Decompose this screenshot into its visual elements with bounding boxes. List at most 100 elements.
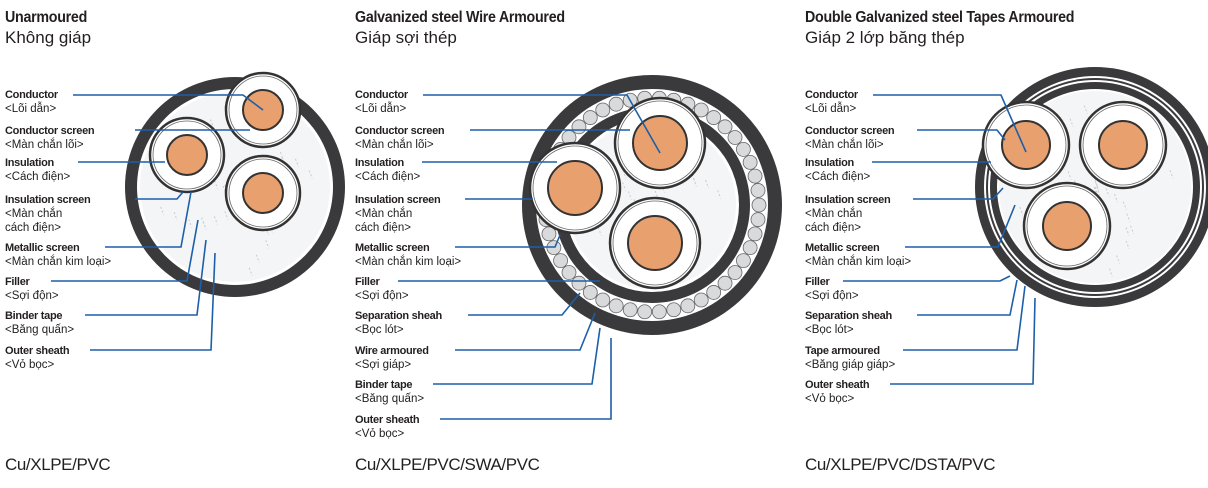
layer-label-en: Filler — [805, 276, 830, 288]
filler-texture — [160, 206, 165, 216]
layer-label-vi: <Lõi dẫn> — [355, 103, 407, 115]
layer-label-vi: <Sợi độn> — [355, 290, 409, 302]
filler-texture — [704, 179, 709, 189]
layer-label-en: Insulation — [805, 157, 854, 169]
filler-texture — [1067, 171, 1072, 180]
layer-label-en: Separation sheah — [355, 310, 442, 322]
panel-title: Unarmoured — [5, 9, 88, 26]
leader-line — [890, 297, 1036, 385]
armour-wire — [622, 302, 638, 318]
layer-label-en: Insulation — [355, 157, 404, 169]
layer-label-en: Outer sheath — [355, 414, 420, 426]
layer-label: Conductor screen<Màn chắn lõi> — [355, 124, 445, 152]
armour-wire — [666, 302, 682, 318]
armour-wire — [582, 285, 598, 300]
filler-texture — [1069, 118, 1074, 127]
filler-texture — [622, 182, 627, 191]
filler-texture — [1126, 213, 1131, 222]
armour-wire — [693, 292, 709, 308]
armour-wire — [651, 304, 667, 320]
layer-label: Conductor <Lõi dẫn> — [355, 88, 408, 116]
layer-label-vi: <Màn chắn lõi> — [805, 139, 884, 151]
armour-wire — [561, 265, 577, 280]
layer-label-en: Insulation screen — [355, 194, 441, 206]
layer-label: Binder tape<Băng quấn> — [5, 309, 74, 337]
leader-line — [105, 191, 192, 248]
layer-label: Separation sheah <Bọc lót> — [355, 309, 442, 337]
layer-label-vi: <Băng quấn> — [355, 393, 425, 405]
leader-line — [73, 94, 264, 111]
layer-label-vi: <Bọc lót> — [805, 324, 854, 336]
filler-texture — [1114, 193, 1118, 203]
layer-label: Conductor<Lõi dẫn> — [5, 88, 58, 116]
layer-label: Insulation<Cách điện> — [355, 156, 420, 184]
armour-wire — [747, 226, 763, 242]
armour-wire — [571, 275, 587, 291]
filler-texture — [255, 254, 260, 263]
layer-label-en: Conductor — [355, 89, 408, 101]
conductor — [547, 160, 603, 216]
layer-label-vi: cách điện> — [805, 222, 861, 234]
layer-label-vi: cách điện> — [355, 222, 411, 234]
filler-texture — [627, 191, 632, 200]
cable-cross-section-tape-armoured — [843, 67, 1208, 385]
layer-label-vi: <Vỏ bọc> — [355, 428, 405, 440]
filler-texture — [1019, 206, 1024, 216]
layer-label-vi: <Lõi dẫn> — [5, 103, 57, 115]
layer-label-en: Wire armoured — [355, 345, 429, 357]
layer-label: Filler <Sợi độn> — [805, 275, 859, 303]
leader-line — [873, 94, 1027, 153]
filler-texture — [1096, 186, 1101, 196]
armour-wire — [553, 253, 568, 268]
layer-label: Filler <Sợi độn> — [355, 275, 409, 303]
leader-line — [917, 129, 1006, 141]
leader-line — [468, 292, 581, 316]
layer-label: Tape armoured<Băng giáp giáp> — [805, 344, 895, 372]
layer-label-en: Outer sheath — [805, 379, 870, 391]
layer-label-en: Filler — [355, 276, 380, 288]
layer-label: Metallic screen<Màn chắn kim loại> — [355, 241, 461, 269]
layer-label-vi: <Bọc lót> — [355, 324, 404, 336]
armour-wire — [541, 226, 557, 242]
leader-line — [905, 204, 1016, 248]
armour-wire — [750, 212, 766, 227]
filler-texture — [1130, 225, 1135, 235]
layer-label: Wire armoured<Sợi giáp> — [355, 344, 429, 372]
filler-texture — [1116, 255, 1121, 264]
layer-label-vi: <Màn chắn lõi> — [5, 139, 84, 151]
layer-label: Binder tape <Băng quấn> — [355, 378, 424, 406]
layer-label: Conductor<Lõi dẫn> — [805, 88, 858, 116]
conductor — [1098, 120, 1148, 170]
filler-texture — [692, 178, 697, 187]
leader-line — [51, 219, 199, 282]
filler-texture — [1125, 227, 1130, 236]
layer-label-vi: <Màn chắn kim loại> — [5, 256, 112, 268]
filler-texture — [224, 211, 229, 220]
panel-wire-armoured: Galvanized steel Wire Armoured Giáp sợi … — [355, 0, 795, 488]
layer-label-vi: cách điện> — [5, 222, 61, 234]
filler-texture — [1169, 170, 1174, 179]
layer-label-en: Metallic screen — [5, 242, 80, 254]
layer-label-en: Metallic screen — [355, 242, 430, 254]
filler-texture — [214, 180, 219, 189]
armour-wire — [727, 130, 743, 145]
panel-tape-armoured: Double Galvanized steel Tapes Armoured G… — [805, 0, 1208, 488]
layer-label: Metallic screen <Màn chắn kim loại> — [5, 241, 111, 269]
layer-label-en: Binder tape — [355, 379, 413, 391]
leader-line — [913, 187, 1004, 200]
layer-label: Conductor screen <Màn chắn lõi> — [5, 124, 95, 152]
filler-texture — [201, 217, 206, 226]
conductor — [632, 115, 688, 171]
layer-label-en: Conductor screen — [5, 125, 95, 137]
layer-label: Outer sheath<Vỏ bọc> — [5, 344, 70, 372]
layer-label: Metallic screen<Màn chắn kim loại> — [805, 241, 911, 269]
layer-label: Outer sheath<Vỏ bọc> — [805, 378, 870, 406]
armour-wire — [751, 197, 767, 213]
leader-line — [843, 275, 1011, 282]
layer-label-en: Insulation — [5, 157, 54, 169]
layer-label-en: Insulation screen — [5, 194, 91, 206]
layer-label-vi: <Sợi độn> — [805, 290, 859, 302]
layer-label-en: Metallic screen — [805, 242, 880, 254]
